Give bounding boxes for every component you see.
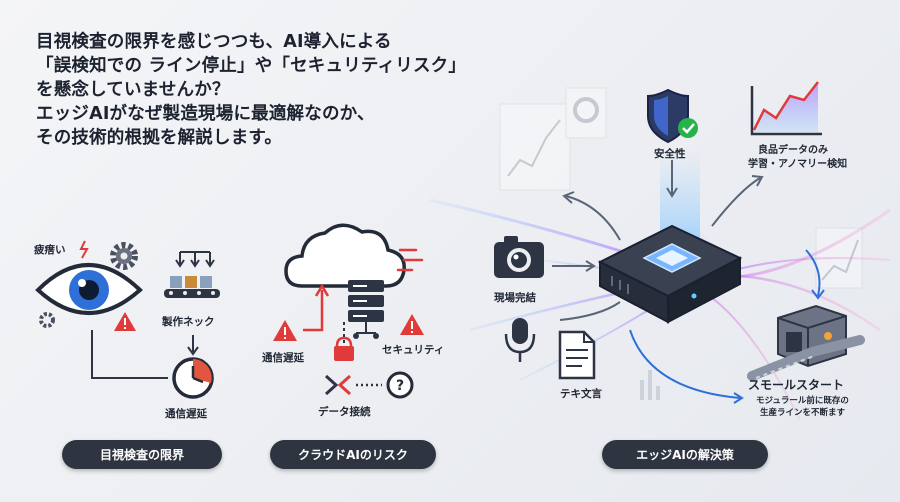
pill-visual-inspection: 目視検査の限界 xyxy=(62,440,222,469)
question-icon: ? xyxy=(386,371,414,399)
production-neck-label: 製作ネック xyxy=(162,316,215,328)
warning-icon xyxy=(273,320,297,341)
small-start-sub-1: モジュラール前に既存の xyxy=(756,396,849,406)
small-start-title: スモールスタート xyxy=(748,378,845,392)
security-label: 安全性 xyxy=(654,148,686,160)
server-icon xyxy=(348,280,384,339)
document-icon xyxy=(558,330,596,380)
text-label: テキ文言 xyxy=(560,388,602,400)
machine-icon xyxy=(747,304,865,381)
warning-icon xyxy=(400,314,424,335)
svg-text:?: ? xyxy=(396,378,404,394)
onsite-label: 現場完結 xyxy=(494,292,536,304)
fatigue-label: 疲瘔い xyxy=(34,244,66,256)
gear-icon xyxy=(110,242,138,270)
warning-icon xyxy=(114,312,136,331)
cloud-security-label: セキュリティ xyxy=(382,344,445,356)
headline-line-4: エッジAIがなぜ製造現場に最適解なのか、 xyxy=(36,104,375,124)
conveyor-icon xyxy=(164,251,220,298)
learning-label-2: 学習・アノマリー検知 xyxy=(748,159,848,170)
clock-icon xyxy=(172,357,214,399)
small-start-sub-2: 生産ラインを不断ます xyxy=(760,408,846,418)
lock-icon xyxy=(334,336,354,361)
pill-edge-ai-solution: エッジAIの解決策 xyxy=(602,440,768,469)
data-connection-label: データ接続 xyxy=(318,406,371,418)
learning-label-1: 良品データのみ xyxy=(758,145,828,156)
gear-icon xyxy=(39,312,55,328)
headline-line-3: を懸念していませんか？ xyxy=(36,80,230,100)
cloud-delay-label: 通信遅延 xyxy=(262,352,304,364)
headline-line-5: その技術的根拠を解説します。 xyxy=(36,128,283,148)
broken-link-icon xyxy=(324,374,382,396)
headline-line-1: 目視検査の限界を感じつつも、AI導入による xyxy=(36,32,392,52)
chip-icon xyxy=(597,224,743,324)
shield-icon xyxy=(647,88,698,144)
eye-icon xyxy=(35,263,143,315)
pill-cloud-ai-risk: クラウドAIのリスク xyxy=(270,440,436,469)
delay-label: 通信遅延 xyxy=(165,408,207,420)
headline-line-2: 「誤検知での ライン停止」や「セキュリティリスク」 xyxy=(36,56,467,76)
headline: 目視検査の限界を感じつつも、AI導入による 「誤検知での ライン停止」や「セキュ… xyxy=(36,30,476,150)
chart-icon xyxy=(750,81,822,136)
camera-icon xyxy=(494,236,544,278)
microphone-icon xyxy=(504,318,536,362)
